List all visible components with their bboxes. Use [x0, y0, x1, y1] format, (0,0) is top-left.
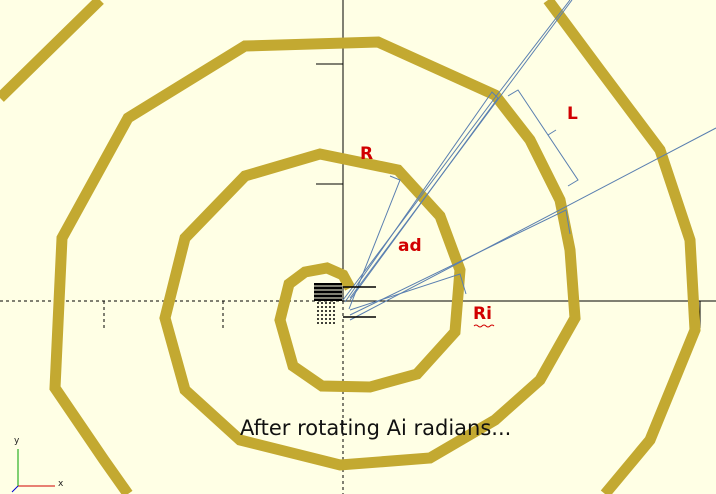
spiral-outer-arc: [543, 0, 701, 494]
axis-label-x: x: [58, 479, 64, 489]
axis-ticks: [103, 63, 701, 328]
caption: After rotating Ai radians...: [240, 416, 512, 440]
guide-lines: [342, 0, 716, 321]
spiral-path: [49, 36, 581, 494]
axis-indicator: [11, 449, 55, 493]
origin-marker: [314, 283, 376, 324]
spiral-corner-arc: [0, 0, 104, 102]
label-l: L: [567, 104, 578, 124]
label-ad: ad: [398, 236, 422, 256]
axis-label-y: y: [14, 436, 20, 446]
label-ri: Ri: [473, 304, 492, 324]
label-r: R: [360, 144, 374, 164]
spellcheck-underline: [473, 324, 495, 328]
